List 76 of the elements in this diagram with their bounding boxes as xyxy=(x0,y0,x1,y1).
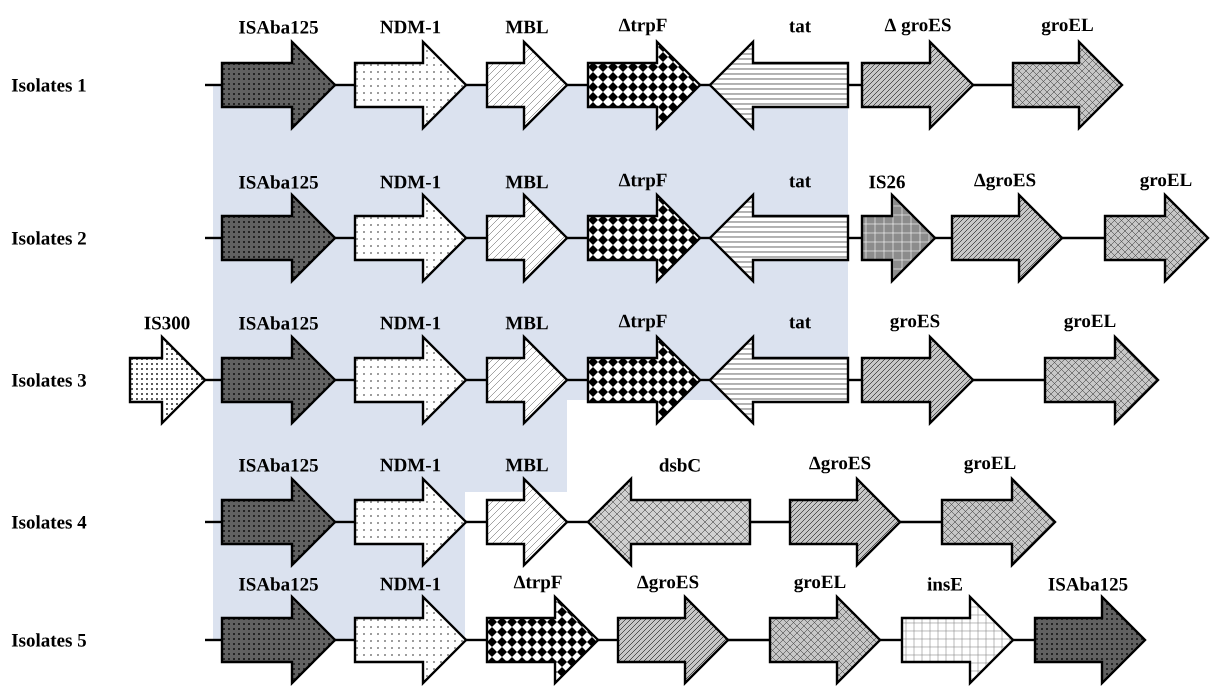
gene-label: insE xyxy=(927,577,962,591)
gene-label: MBL xyxy=(505,458,548,472)
backbone-line xyxy=(466,638,487,642)
gene-label: ISAba125 xyxy=(239,175,318,189)
backbone-line xyxy=(973,83,1013,87)
gene-label: NDM-1 xyxy=(380,20,441,34)
backbone-line xyxy=(848,378,862,382)
gene-label: ΔgroES xyxy=(637,575,699,593)
gene-label: groES xyxy=(890,314,940,332)
gene-label: ISAba125 xyxy=(239,577,318,591)
gene-label: tat xyxy=(789,317,811,329)
backbone-line xyxy=(205,378,222,382)
backbone-line xyxy=(335,83,355,87)
gene-label: IS300 xyxy=(144,316,190,330)
gene-label: ISAba125 xyxy=(239,20,318,34)
gene-label: MBL xyxy=(505,175,548,189)
gene-label: NDM-1 xyxy=(380,458,441,472)
gene-label: MBL xyxy=(505,20,548,34)
gene-label: NDM-1 xyxy=(380,175,441,189)
backbone-line xyxy=(935,236,952,240)
backbone-line xyxy=(848,83,862,87)
row-label: Isolates 5 xyxy=(11,633,86,647)
backbone-line xyxy=(700,83,710,87)
backbone-line xyxy=(598,638,618,642)
backbone-line xyxy=(567,378,588,382)
gene-label: groEL xyxy=(964,456,1016,474)
gene-label: ΔtrpF xyxy=(618,173,667,191)
backbone-line xyxy=(700,378,710,382)
backbone-line xyxy=(567,83,588,87)
backbone-line xyxy=(205,638,222,642)
row-label: Isolates 3 xyxy=(11,373,86,387)
row-label: Isolates 1 xyxy=(11,78,86,92)
gene-label: groEL xyxy=(794,575,846,593)
backbone-line xyxy=(335,378,355,382)
gene-label: ΔgroES xyxy=(809,456,871,474)
gene-label: ISAba125 xyxy=(239,458,318,472)
gene-label: groEL xyxy=(1041,18,1093,36)
gene-label: MBL xyxy=(505,316,548,330)
backbone-line xyxy=(728,638,770,642)
gene-label: ΔtrpF xyxy=(618,314,667,332)
gene-label: tat xyxy=(789,176,811,188)
gene-label: NDM-1 xyxy=(380,316,441,330)
backbone-line xyxy=(205,236,222,240)
backbone-line xyxy=(466,378,487,382)
gene-label: ΔtrpF xyxy=(618,18,667,36)
backbone-line xyxy=(848,236,862,240)
backbone-line xyxy=(567,520,588,524)
gene-label: dsbC xyxy=(659,458,700,472)
backbone-line xyxy=(1062,236,1105,240)
backbone-line xyxy=(205,83,222,87)
backbone-line xyxy=(900,520,942,524)
gene-label: ΔgroES xyxy=(974,173,1036,191)
gene-label: groEL xyxy=(1064,314,1116,332)
backbone-line xyxy=(335,520,355,524)
gene-label: tat xyxy=(789,21,811,33)
backbone-line xyxy=(567,236,588,240)
row-label: Isolates 4 xyxy=(11,515,87,529)
backbone-line xyxy=(335,638,355,642)
gene-label: ΔtrpF xyxy=(513,575,562,593)
backbone-line xyxy=(700,236,710,240)
row-label: Isolates 2 xyxy=(11,231,86,245)
gene-label: Δ groES xyxy=(884,18,951,36)
gene-label: groEL xyxy=(1140,173,1192,191)
gene-label: IS26 xyxy=(869,175,905,189)
gene-label: ISAba125 xyxy=(239,316,318,330)
backbone-line xyxy=(880,638,902,642)
backbone-line xyxy=(1013,638,1035,642)
backbone-line xyxy=(973,378,1045,382)
backbone-line xyxy=(466,83,487,87)
gene-label: NDM-1 xyxy=(380,577,441,591)
backbone-line xyxy=(466,236,487,240)
backbone-line xyxy=(335,236,355,240)
backbone-line xyxy=(750,520,790,524)
backbone-line xyxy=(466,520,487,524)
gene-label: ISAba125 xyxy=(1048,577,1128,591)
backbone-line xyxy=(205,520,222,524)
